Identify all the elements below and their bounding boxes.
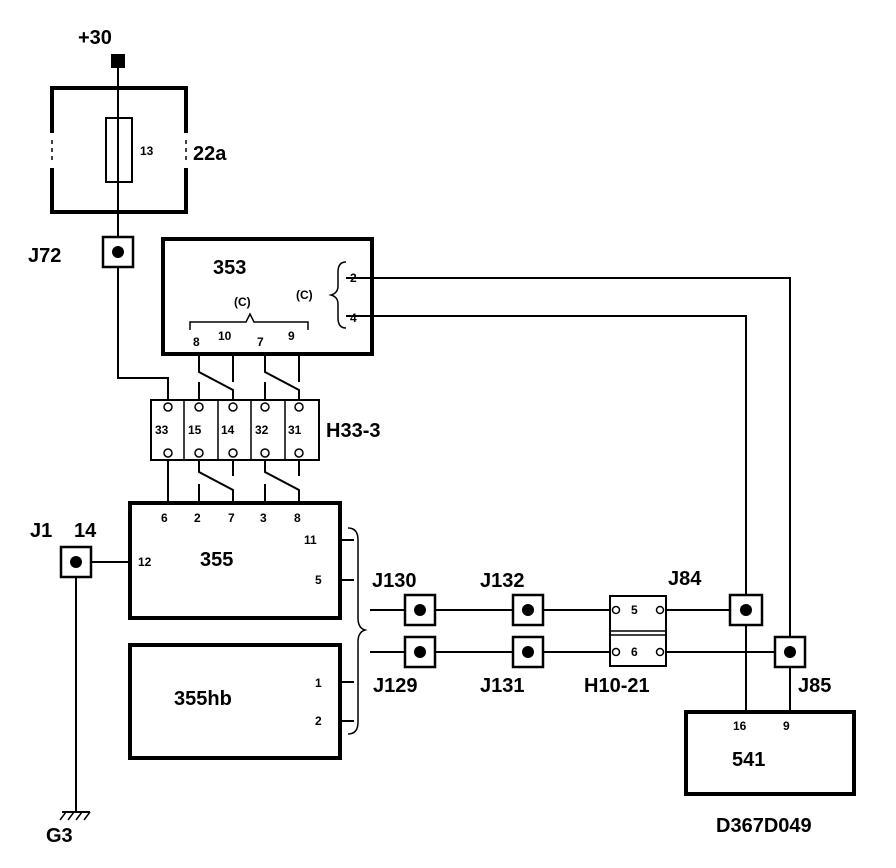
h10-cell-6: 6	[631, 645, 638, 659]
module-355-pin-7: 7	[228, 511, 235, 525]
module-353-pin-8: 8	[193, 335, 200, 349]
drawing-id: D367D049	[716, 815, 812, 837]
fuse-label: 22a	[193, 143, 227, 165]
h10-label: H10-21	[584, 675, 650, 697]
j84-label: J84	[668, 568, 702, 590]
module-541-pin-16: 16	[733, 719, 747, 733]
h10-cell-5: 5	[631, 603, 638, 617]
connector-block-h10-21	[609, 595, 667, 667]
module-355-pin-8: 8	[294, 511, 301, 525]
ground-label: G3	[46, 825, 73, 847]
module-355hb-label: 355hb	[174, 688, 232, 710]
j131-label: J131	[480, 675, 525, 697]
j1-label: J1	[30, 520, 52, 542]
module-355hb-pin-2: 2	[315, 714, 322, 728]
module-353-label: 353	[213, 257, 246, 279]
relay-cell-15: 15	[188, 423, 202, 437]
supply-terminal	[111, 54, 125, 68]
relay-cell-33: 33	[155, 423, 169, 437]
j85-label: J85	[798, 675, 831, 697]
relay-cell-32: 32	[255, 423, 269, 437]
module-353-pin-7: 7	[257, 335, 264, 349]
module-355-label: 355	[200, 549, 233, 571]
j129-label: J129	[373, 675, 418, 697]
relay-cell-14: 14	[221, 423, 235, 437]
module-355	[128, 501, 342, 620]
module-353-pin-10: 10	[218, 329, 232, 343]
j130-label: J130	[372, 570, 417, 592]
module-353-c-left: (C)	[234, 295, 251, 309]
connector-j72	[101, 235, 135, 269]
module-355hb-pin-1: 1	[315, 676, 322, 690]
module-353-pin-9: 9	[288, 329, 295, 343]
j1-pin-label: 14	[74, 520, 97, 542]
module-355-pin-6: 6	[161, 511, 168, 525]
module-541-pin-9: 9	[783, 719, 790, 733]
supply-label: +30	[78, 27, 112, 49]
relay-cell-31: 31	[288, 423, 302, 437]
module-355-pin-3: 3	[260, 511, 267, 525]
module-541	[684, 710, 856, 796]
j132-label: J132	[480, 570, 525, 592]
ground-symbol	[59, 811, 91, 821]
module-541-label: 541	[732, 749, 765, 771]
relay-block-h33-3	[150, 399, 320, 461]
module-355-pin-11: 11	[304, 533, 317, 547]
module-355-pin-2: 2	[194, 511, 201, 525]
module-355-pin-5: 5	[315, 573, 322, 587]
module-355hb	[128, 643, 342, 760]
module-353-c-right: (C)	[296, 288, 313, 302]
j72-label: J72	[28, 245, 61, 267]
relay-block-label: H33-3	[326, 420, 380, 442]
module-bracket	[347, 527, 368, 735]
fuse-number: 13	[140, 144, 154, 158]
module-355-pin-12: 12	[138, 555, 152, 569]
module-353	[161, 237, 374, 356]
module-353-pin-4: 4	[350, 311, 357, 325]
